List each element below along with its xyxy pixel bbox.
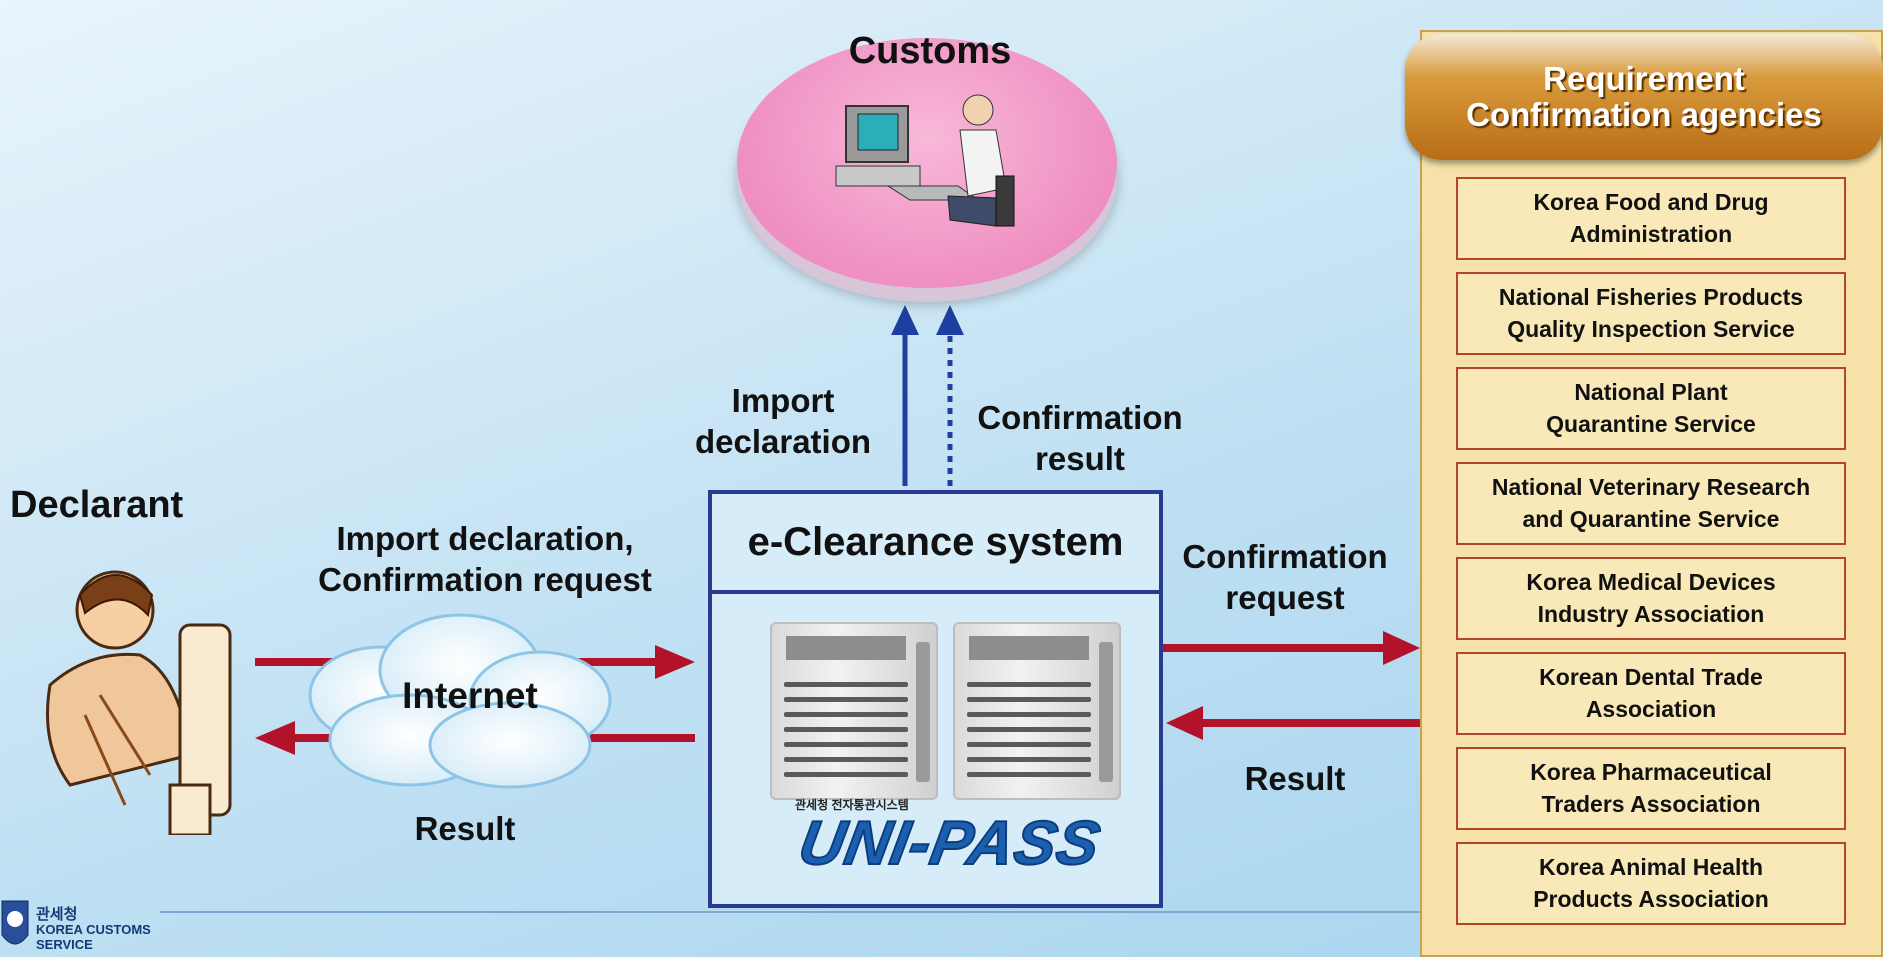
confirmation-result-label: Confirmation result [955,397,1205,480]
agency-line2: Quarantine Service [1546,410,1756,437]
agency-result-label: Result [1244,760,1346,797]
korea-customs-emblem-icon [1,900,29,945]
logo-line1: KOREA CUSTOMS [36,922,151,938]
declarant-outbound-line2: Confirmation request [318,561,652,599]
internet-cloud-icon [308,613,612,789]
agency-line1: National Veterinary Research [1491,474,1811,501]
korea-customs-logo-text: 관세청 KOREA CUSTOMS SERVICE [36,906,151,953]
eclearance-system-title: e-Clearance system [712,494,1159,594]
agency-line2: Products Association [1533,885,1769,912]
agency-line2: Traders Association [1541,790,1761,817]
agency-line2: and Quarantine Service [1522,505,1780,532]
confirmation-request-line2: request [1225,579,1345,617]
agency-item: National Veterinary Research and Quaranti… [1456,462,1846,545]
confirmation-result-line2: result [1035,440,1125,478]
agency-line1: National Plant [1574,379,1728,406]
agency-line2: Industry Association [1537,600,1765,627]
confirmation-request-label: Confirmation request [1165,536,1405,619]
agencies-header-line2: Confirmation agencies [1466,96,1822,133]
customs-title: Customs [848,30,1012,72]
declarant-result-label: Result [414,810,516,847]
agency-line1: Korea Food and Drug [1533,189,1769,216]
agency-line1: National Fisheries Products [1498,284,1804,311]
import-declaration-label: Import declaration [683,380,883,463]
declarant-outbound-line1: Import declaration, [336,520,634,557]
agencies-header-line1: Requirement [1543,59,1745,97]
agency-line1: Korea Animal Health [1538,854,1764,881]
confirmation-request-line1: Confirmation [1182,538,1388,575]
agency-line2: Administration [1569,220,1733,247]
declarant-outbound-label: Import declaration, Confirmation request [285,518,685,601]
logo-line2: SERVICE [36,937,93,953]
agency-line2: Quality Inspection Service [1507,315,1795,342]
declarant-person-icon [46,570,232,835]
import-declaration-line1: Import [731,382,835,419]
agency-line2: Association [1585,695,1717,722]
logo-korean: 관세청 [36,906,78,923]
declarant-title: Declarant [10,484,184,526]
import-declaration-line2: declaration [694,423,872,461]
agency-line1: Korean Dental Trade [1539,664,1763,691]
agency-line1: Korea Medical Devices [1526,569,1776,596]
server-icon-2 [953,622,1121,800]
confirmation-result-line1: Confirmation [977,399,1183,436]
internet-label: Internet [402,675,538,716]
customs-officer-icon [835,94,1015,227]
server-icon-1 [770,622,938,800]
customs-node [737,38,1117,288]
unipass-logo: UNI-PASS [793,808,1107,879]
agencies-panel-header: Requirement Confirmation agencies [1405,34,1883,160]
agency-line1: Korea Pharmaceutical [1530,759,1772,786]
unipass-subtext: 관세청 전자통관시스템 [795,798,909,812]
